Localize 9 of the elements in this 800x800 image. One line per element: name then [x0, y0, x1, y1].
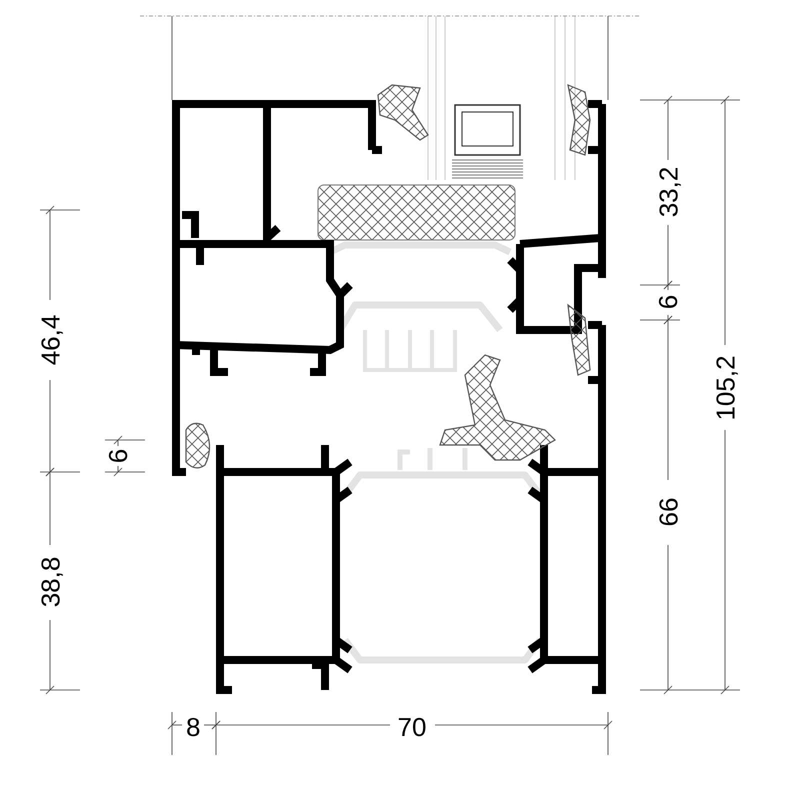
dimension-value: 33,2	[654, 166, 681, 218]
dimension-value: 70	[398, 714, 426, 740]
dimension-value: 6	[655, 294, 682, 310]
dimension-value: 105,2	[712, 355, 738, 421]
dimension-value: 6	[105, 448, 132, 464]
dimension-value: 38,8	[36, 556, 63, 608]
dimension-value: 66	[654, 498, 681, 526]
dimension-value: 46,4	[36, 314, 63, 366]
dimension-value: 8	[186, 714, 200, 740]
